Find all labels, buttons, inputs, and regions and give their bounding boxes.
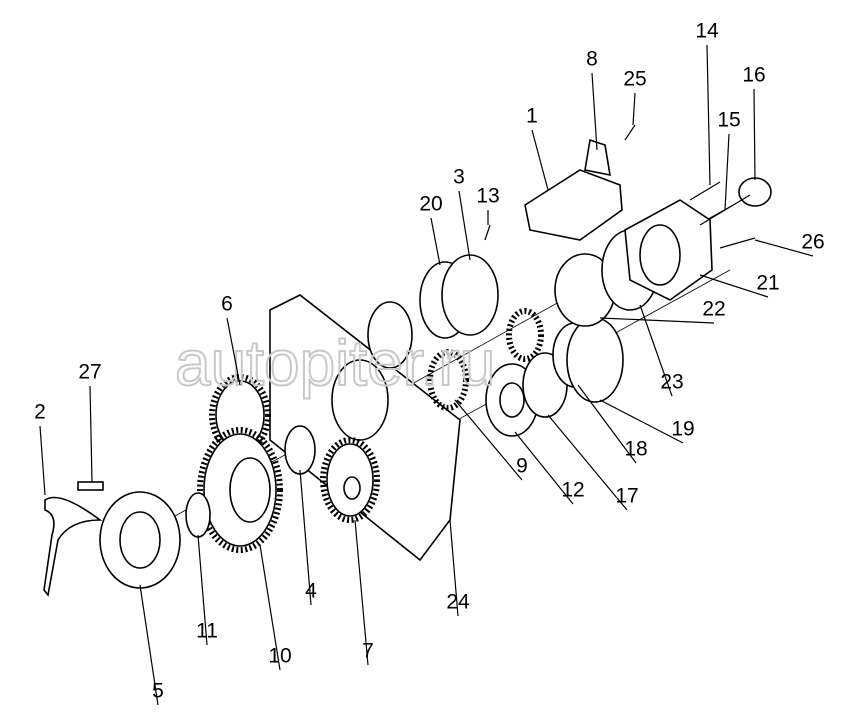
ring-11 [185, 492, 211, 538]
bolt-25 [624, 124, 636, 141]
gear-7 [320, 437, 380, 523]
callout-2: 2 [34, 401, 46, 424]
flange-5-hub [119, 511, 161, 569]
callout-9: 9 [516, 455, 528, 478]
watermark: autopiter.ru [175, 327, 495, 399]
leader-line-21 [699, 274, 769, 298]
leader-line-9 [454, 399, 523, 481]
callout-22: 22 [702, 298, 725, 321]
leader-line-8 [591, 72, 598, 151]
leader-line-27 [89, 385, 93, 483]
callout-20: 20 [419, 193, 442, 216]
callout-10: 10 [268, 645, 291, 668]
bolt-27 [77, 481, 104, 491]
bearing [367, 301, 413, 369]
leader-line-5 [139, 584, 159, 706]
leader-line-22 [599, 317, 715, 324]
callout-16: 16 [742, 64, 765, 87]
callout-15: 15 [717, 109, 740, 132]
bearing-12-inner [499, 382, 525, 418]
leader-line-11 [197, 534, 208, 646]
callout-17: 17 [615, 485, 638, 508]
bolt-14 [689, 181, 721, 201]
leader-line-18 [577, 384, 637, 464]
leader-line-4 [299, 469, 312, 606]
callout-14: 14 [695, 20, 719, 43]
callout-3: 3 [453, 166, 465, 189]
leader-line-1 [531, 129, 549, 191]
callout-6: 6 [221, 293, 233, 316]
bracket-8 [584, 138, 611, 177]
callout-25: 25 [623, 68, 646, 91]
callout-11: 11 [196, 620, 218, 643]
leader-line-16 [753, 88, 756, 181]
gear-7-hub [343, 476, 361, 500]
callout-labels: 1234567891011121314151617181920212223242… [34, 20, 825, 703]
leader-line-26 [754, 239, 814, 257]
callout-5: 5 [152, 680, 164, 703]
cover-3 [441, 254, 499, 336]
bearing-4 [284, 425, 316, 475]
callout-12: 12 [561, 479, 584, 502]
cover-19 [566, 317, 624, 403]
shift-fork-2 [43, 496, 103, 597]
callout-23: 23 [660, 371, 683, 394]
leader-line-12 [514, 431, 574, 505]
leader-lines [39, 44, 814, 706]
leader-line-19 [599, 399, 684, 444]
spline-shaft [506, 308, 544, 362]
callout-7: 7 [362, 640, 374, 663]
callout-21: 21 [756, 272, 779, 295]
leader-line-2 [39, 425, 46, 496]
housing-1 [524, 169, 623, 241]
leader-line-10 [259, 544, 281, 671]
leader-line-20 [430, 217, 441, 266]
leader-line-23 [639, 304, 673, 397]
seal-16 [738, 177, 772, 207]
callout-27: 27 [78, 361, 101, 384]
callout-24: 24 [446, 591, 470, 614]
callout-8: 8 [586, 48, 598, 71]
callout-19: 19 [671, 418, 694, 441]
leader-line-7 [354, 519, 369, 666]
callout-26: 26 [801, 231, 824, 254]
leader-line-25 [632, 92, 636, 126]
bolt-13 [484, 224, 491, 241]
spline-shaft-9 [427, 349, 469, 411]
leader-line-24 [449, 519, 459, 617]
leader-line-3 [458, 190, 471, 261]
leader-line-17 [547, 414, 628, 511]
callout-4: 4 [305, 580, 317, 603]
gear-10-hub [229, 457, 271, 523]
gear-10 [197, 427, 283, 553]
leader-line-6 [226, 317, 241, 386]
gear-6 [209, 374, 271, 456]
bolt-26 [719, 237, 756, 249]
leader-line-15 [724, 133, 730, 211]
callout-1: 1 [526, 105, 538, 128]
callout-18: 18 [624, 438, 647, 461]
leader-line-14 [706, 44, 711, 186]
callout-13: 13 [476, 185, 499, 208]
housing-21-bore [639, 224, 681, 286]
